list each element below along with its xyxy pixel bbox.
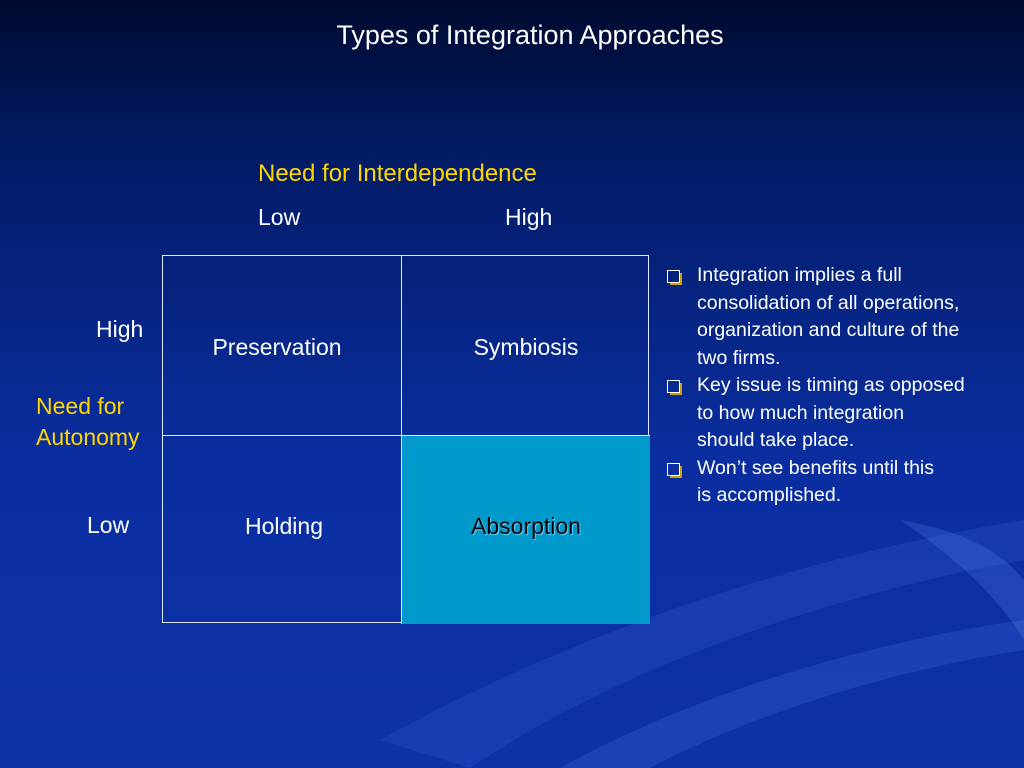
y-axis-low-label: Low [87,512,130,538]
bullet-line: consolidation of all operations, [697,291,960,314]
bullet-line: Won’t see benefits until this [697,456,935,479]
cell-label: Absorption [471,512,581,539]
bullet-line: Key issue is timing as opposed [697,374,965,396]
list-item: Integration implies a full consolidation… [664,262,1014,372]
bullet-list: Integration implies a full consolidation… [664,262,1014,510]
slide-title: Types of Integration Approaches [336,20,724,50]
y-axis-heading-line2: Autonomy [36,424,140,450]
bullet-line: organization and culture of the [697,319,960,341]
cell-label: Symbiosis [473,334,579,360]
bullet-line: to how much integration [697,401,905,424]
y-axis-heading: Need for Autonomy [36,391,140,453]
matrix-cell-absorption: Absorption [402,436,650,624]
x-axis-heading: Need for Interdependence [258,160,537,187]
y-axis-high-label: High [96,316,144,342]
matrix-cell-symbiosis: Symbiosis [402,256,650,436]
integration-matrix: Preservation Symbiosis Holding Absorptio… [162,255,650,624]
bullet-line: should take place. [697,429,855,451]
bullet-line: Integration implies a full [697,264,902,286]
x-axis-high-label: High [505,204,553,230]
x-axis-low-label: Low [258,204,301,230]
checkbox-icon [667,270,682,285]
checkbox-icon [667,380,682,395]
bullet-line: two firms. [697,346,781,369]
checkbox-icon [667,462,682,478]
cell-label: Holding [245,512,323,539]
y-axis-heading-line1: Need for [36,393,125,419]
list-item: Key issue is timing as opposed to how mu… [664,372,1014,455]
cell-label: Preservation [212,334,342,360]
list-item: Won’t see benefits until this is accompl… [664,455,1014,510]
bullet-line: is accomplished. [697,484,842,506]
matrix-cell-holding: Holding [163,436,402,624]
matrix-cell-preservation: Preservation [163,256,402,436]
